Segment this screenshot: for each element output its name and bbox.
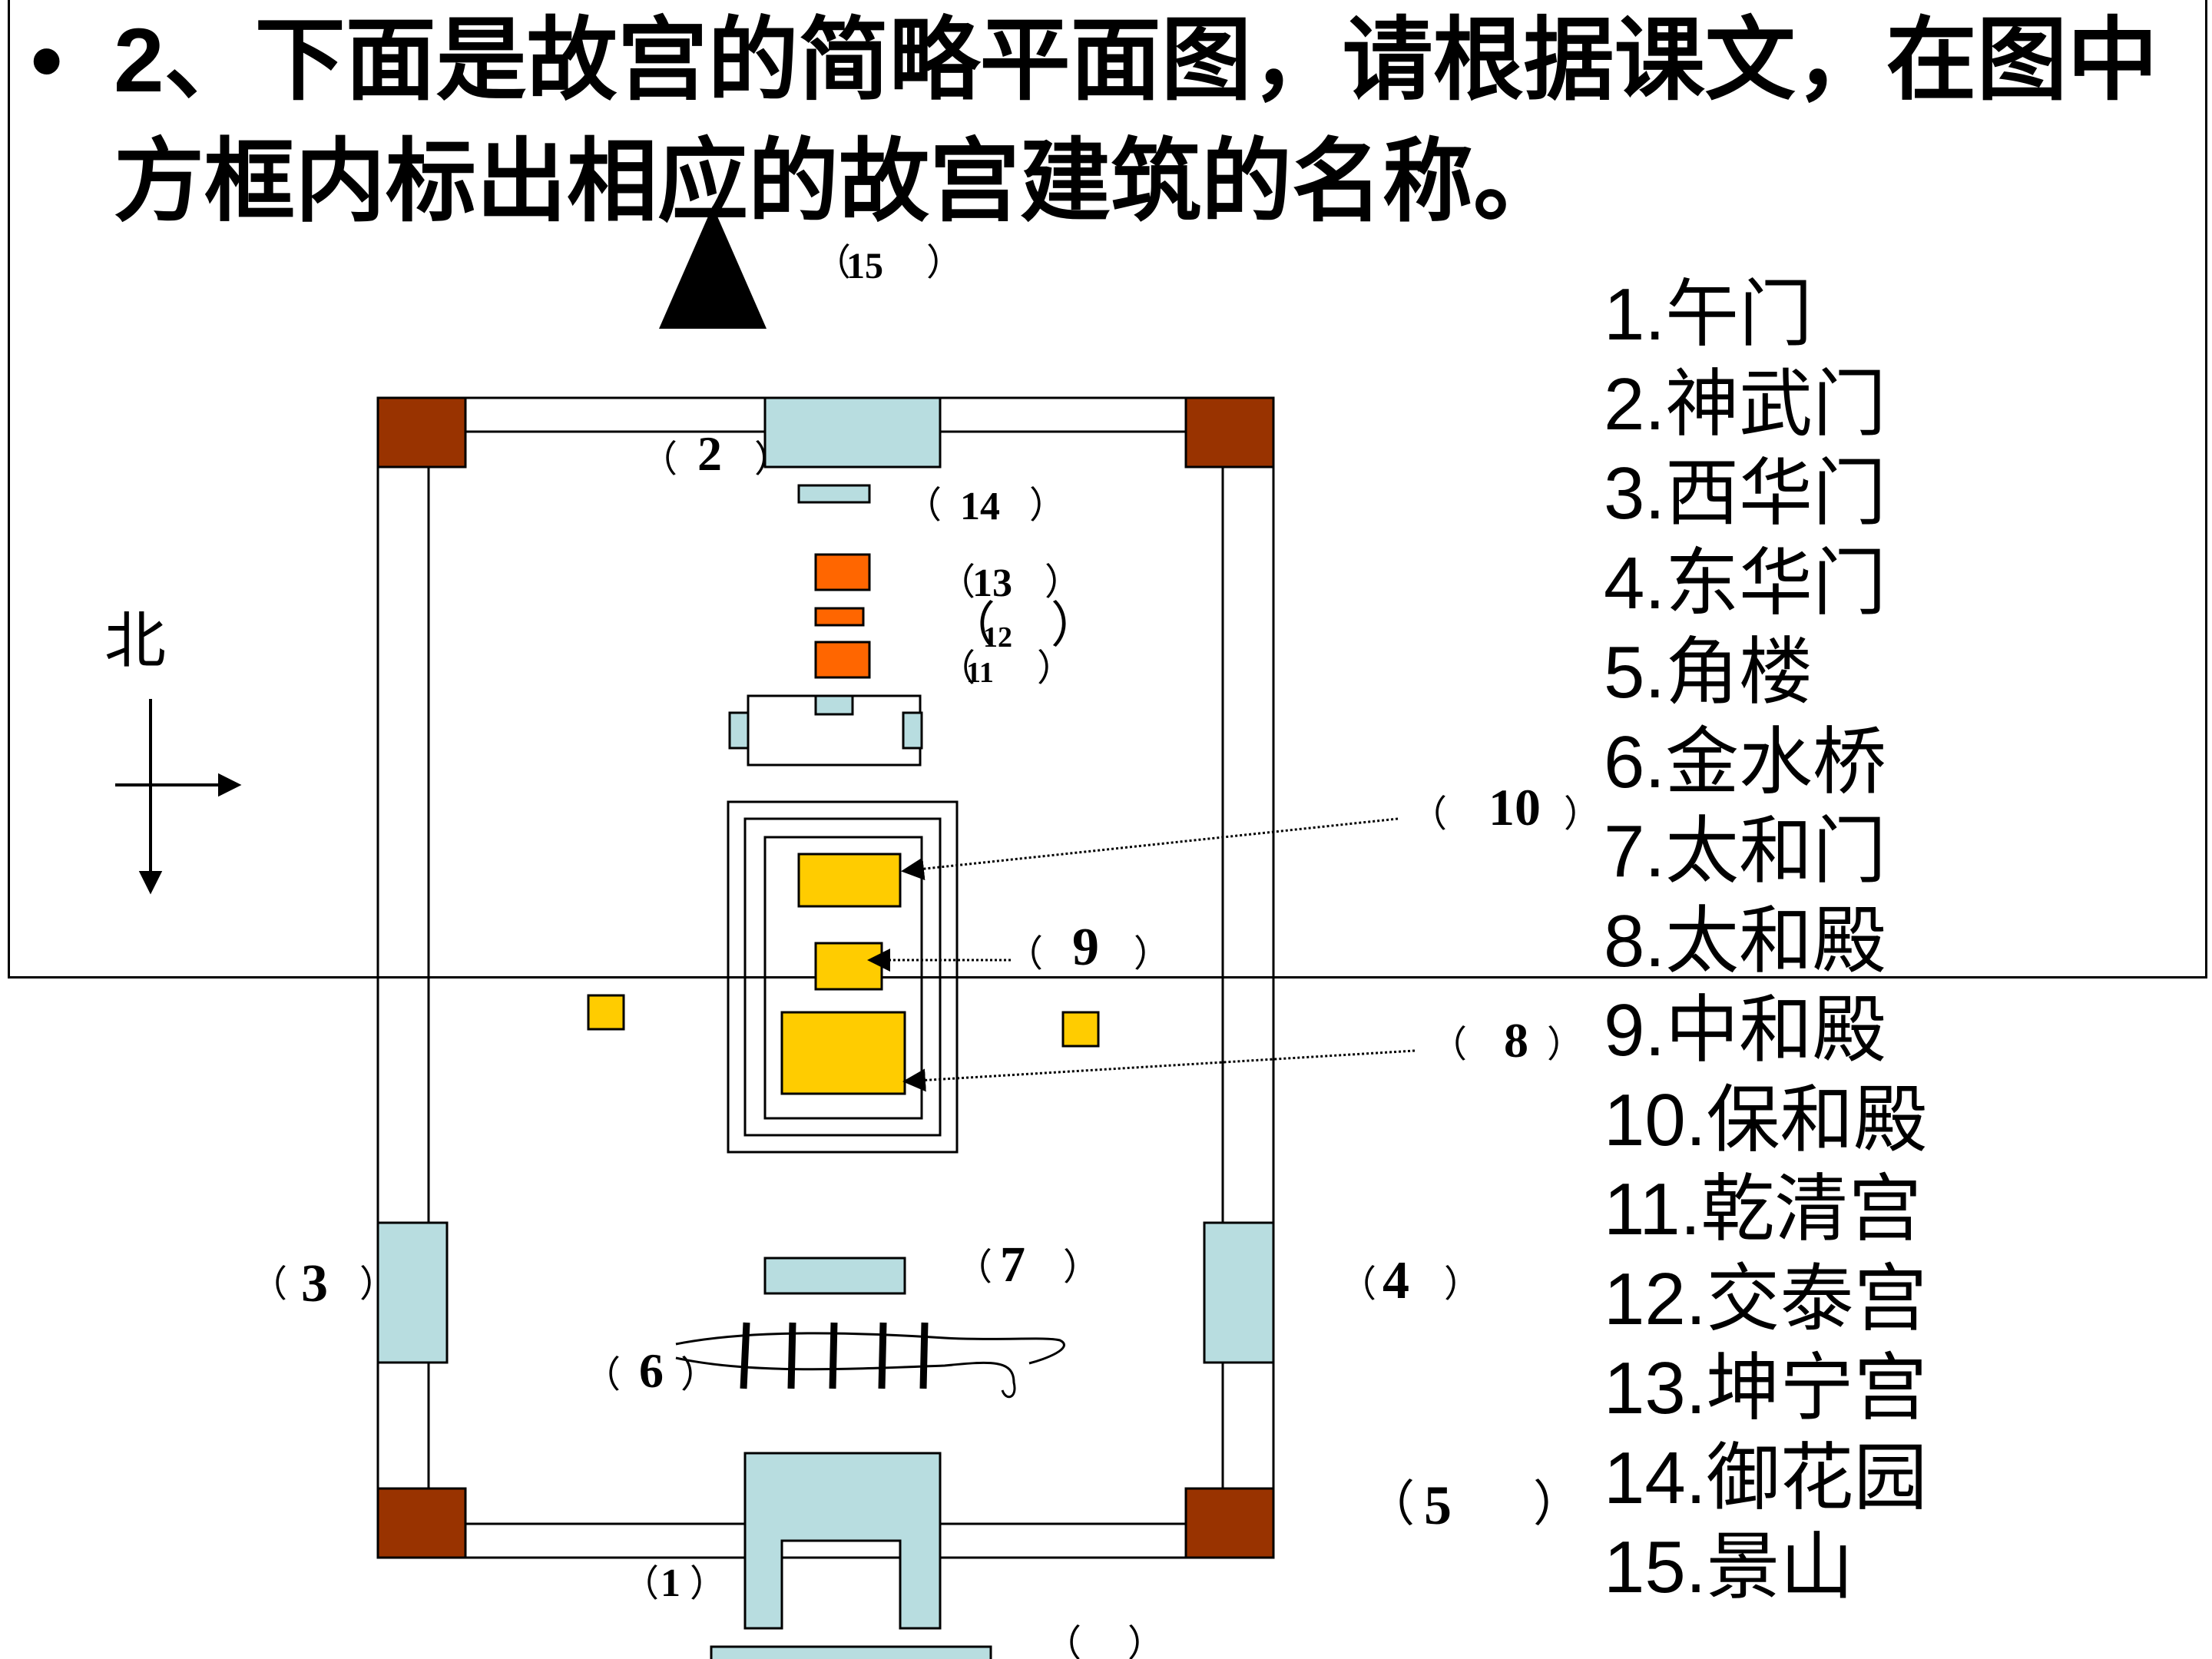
svg-text:）: ） [1547, 1025, 1584, 1065]
svg-text:）: ） [690, 1564, 727, 1604]
east-gate [1203, 1221, 1275, 1364]
imperial-garden [797, 484, 871, 504]
golden-water-bridges [675, 1322, 1065, 1399]
arrow-8 [902, 1049, 1416, 1092]
legend-item: 10.保和殿 [1604, 1078, 1928, 1161]
taihe-gate [763, 1257, 906, 1295]
svg-text:（: （ [1430, 1025, 1467, 1065]
side-pavilion [1061, 1011, 1100, 1048]
compass-icon [115, 699, 242, 895]
svg-text:）: ） [1444, 1264, 1481, 1305]
svg-text:（: （ [946, 598, 995, 653]
svg-text:（: （ [622, 1564, 659, 1604]
svg-text:（: （ [641, 439, 677, 480]
qianqing-palace [814, 641, 871, 679]
south-platform [710, 1645, 992, 1659]
svg-text:（: （ [905, 485, 942, 526]
north-gate [763, 396, 942, 469]
legend-item: 11.乾清宫 [1604, 1168, 1922, 1250]
legend-item: 2.神武门 [1604, 363, 1887, 445]
legend-item: 9.中和殿 [1604, 989, 1887, 1071]
jingshan-triangle-icon [659, 206, 767, 329]
west-gate [376, 1221, 449, 1364]
legend-item: 3.西华门 [1604, 452, 1887, 535]
label-11: 11 [966, 657, 994, 689]
svg-text:）: ） [1037, 648, 1074, 689]
label-3: 3 [301, 1254, 328, 1313]
baohe-hall [797, 853, 902, 908]
corner-tower [376, 1487, 467, 1559]
taihe-hall [780, 1011, 906, 1095]
label-6: 6 [639, 1343, 664, 1398]
svg-text:）: ） [359, 1264, 396, 1305]
legend-item: 12.交泰宫 [1604, 1257, 1928, 1340]
svg-text:）: ） [1063, 1247, 1100, 1288]
label-2: 2 [697, 426, 722, 481]
three-tier-terrace [727, 800, 959, 1154]
legend-item: 6.金水桥 [1604, 720, 1887, 803]
svg-text:）: ） [1029, 485, 1066, 526]
label-7: 7 [1000, 1237, 1025, 1293]
svg-text:）: ） [1051, 598, 1100, 653]
svg-text:（: （ [1366, 1477, 1415, 1532]
arrow-10 [901, 817, 1399, 881]
svg-text:）: ） [1564, 794, 1601, 835]
label-14: 14 [960, 485, 1000, 528]
side-pavilion [587, 994, 625, 1031]
svg-text:（: （ [1339, 1264, 1376, 1305]
label-10: 10 [1488, 778, 1541, 836]
building-legend: 1.午门 2.神武门 3.西华门 4.东华门 5.角楼 6.金水桥 7.太和门 … [1604, 270, 1927, 1613]
kunning-palace [814, 553, 871, 591]
svg-text:（: （ [939, 648, 975, 689]
legend-item: 5.角楼 [1604, 631, 1813, 714]
corner-tower [1184, 1487, 1275, 1559]
svg-text:）: ） [926, 243, 963, 283]
label-12: 12 [983, 621, 1012, 654]
svg-text:（: （ [814, 243, 851, 283]
legend-item: 15.景山 [1604, 1526, 1854, 1608]
label-15: 15 [846, 246, 883, 286]
legend-item: 7.太和门 [1604, 810, 1887, 892]
svg-text:）: ） [754, 439, 791, 480]
svg-text:（: （ [1006, 934, 1043, 975]
svg-text:（: （ [584, 1355, 621, 1396]
svg-text:（: （ [955, 1247, 992, 1288]
label-5: 5 [1424, 1475, 1452, 1536]
svg-text:（: （ [1410, 794, 1447, 835]
label-9: 9 [1072, 918, 1099, 977]
svg-text:（: （ [250, 1264, 287, 1305]
svg-text:）: ） [1045, 562, 1081, 603]
zhonghe-hall [814, 942, 883, 991]
label-4: 4 [1382, 1251, 1409, 1310]
label-13: 13 [972, 561, 1012, 605]
svg-text:（: （ [1045, 1624, 1081, 1659]
title-frame [8, 0, 2207, 979]
north-label: 北 [104, 607, 166, 675]
legend-item: 4.东华门 [1604, 541, 1887, 624]
legend-item: 14.御花园 [1604, 1436, 1928, 1519]
qianqing-gate [728, 694, 923, 767]
bullet-point: • [31, 10, 63, 111]
label-1: 1 [661, 1561, 680, 1605]
jiaotai-palace [814, 607, 865, 627]
question-text: 2、下面是故宫的简略平面图，请根据课文，在图中方框内标出相应的故宫建筑的名称。 [114, 10, 2158, 233]
legend-item: 1.午门 [1604, 273, 1813, 356]
svg-text:）: ） [1128, 1624, 1164, 1659]
svg-text:）: ） [1533, 1477, 1582, 1532]
svg-text:）: ） [1134, 934, 1171, 975]
corner-tower [376, 396, 467, 469]
legend-item: 13.坤宁宫 [1604, 1347, 1928, 1429]
corner-tower [1184, 396, 1275, 469]
legend-item: 8.太和殿 [1604, 899, 1887, 982]
meridian-gate [743, 1452, 942, 1630]
svg-text:）: ） [680, 1355, 717, 1396]
label-8: 8 [1504, 1013, 1528, 1068]
svg-text:（: （ [939, 562, 975, 603]
